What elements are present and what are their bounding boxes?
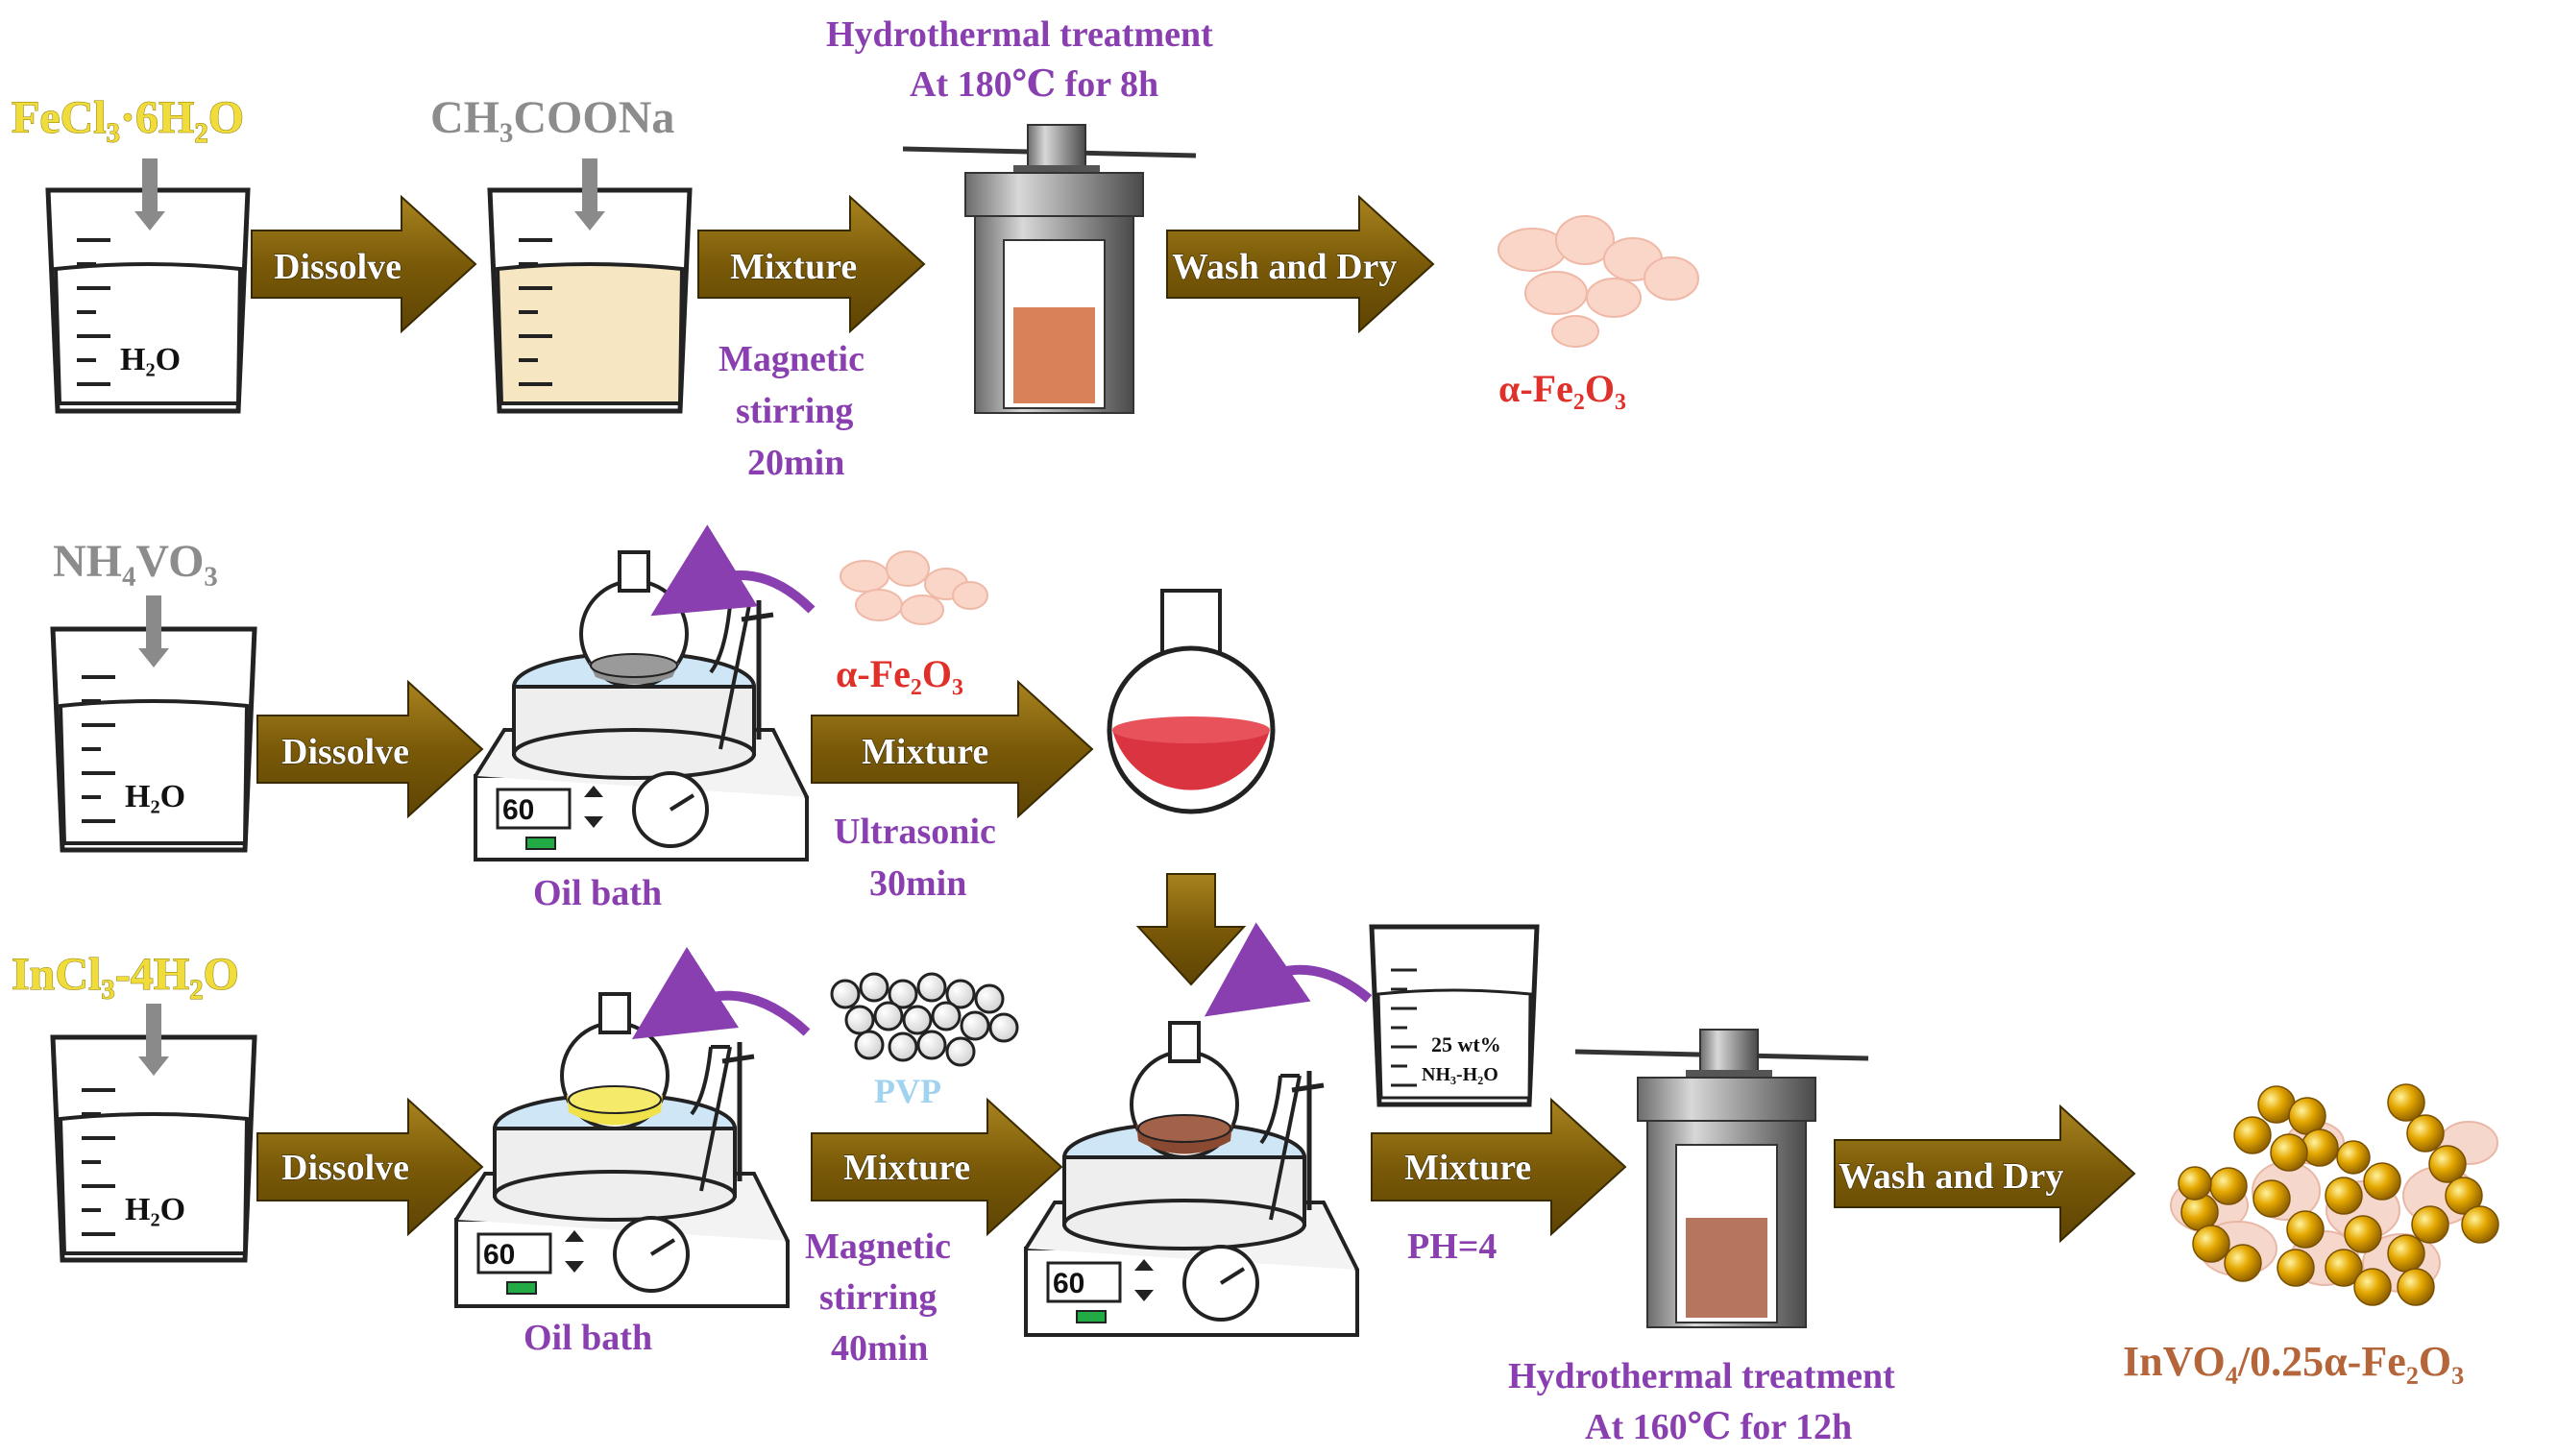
- row1-reagent2: CH₃COONa: [430, 92, 674, 143]
- row2-reagent: NH₄VO₃: [53, 536, 218, 587]
- row1-arrow-dissolve-label: Dissolve: [274, 247, 402, 287]
- row3-added-label: PVP: [874, 1072, 941, 1110]
- row2-rotation-arrow: [650, 524, 816, 617]
- row1-beaker1: H₂O: [45, 158, 251, 414]
- row3-product-nanoparticles: [2170, 1083, 2499, 1306]
- row3-arrow-wash: Wash and Dry: [1834, 1104, 2136, 1244]
- row1-arrow-wash-label: Wash and Dry: [1172, 247, 1397, 287]
- row1-hydro-title1: Hydrothermal treatment: [826, 14, 1213, 55]
- row3-pvp-spheres: [830, 972, 1019, 1067]
- row3-arrow-dissolve-label: Dissolve: [281, 1148, 409, 1188]
- row2-mixture-note1: Ultrasonic: [834, 812, 996, 852]
- row1-hydro-title2: At 180℃ for 8h: [910, 64, 1158, 105]
- row2-mixture-note2: 30min: [869, 863, 966, 904]
- row3-arrow-mixture: Mixture: [811, 1097, 1063, 1237]
- row3-product-label: InVO₄/0.25α-Fe₂O₃: [2123, 1338, 2464, 1385]
- row3-arrow-mixture2: Mixture: [1371, 1097, 1627, 1237]
- row1-beaker1-label: H₂O: [120, 342, 181, 377]
- row3-bath-display: 60: [483, 1239, 515, 1271]
- row1-beaker2: [487, 158, 693, 414]
- row3-beaker: H₂O: [50, 1004, 257, 1263]
- row2-added-powder: [840, 550, 988, 625]
- row1-product-powder: [1498, 215, 1699, 348]
- row3-autoclave: [1574, 1029, 1869, 1328]
- row1-mixture-note2: stirring: [736, 391, 853, 431]
- row2-bath-label: Oil bath: [533, 873, 662, 913]
- row1-arrow-mixture-label: Mixture: [730, 247, 857, 287]
- row2-beaker-label: H₂O: [125, 779, 185, 814]
- down-arrow: [1135, 873, 1247, 986]
- row3-bath-label: Oil bath: [524, 1318, 652, 1358]
- row3-ammonia-line1: 25 wt%: [1431, 1032, 1501, 1056]
- row3-rotation-arrow2: [1204, 922, 1373, 1017]
- row3-hydro-title1: Hydrothermal treatment: [1508, 1356, 1895, 1396]
- row3-mixture-note3: 40min: [831, 1328, 928, 1369]
- row3-mixture-note1: Magnetic: [805, 1226, 951, 1267]
- row3-hydro-title2: At 160℃ for 12h: [1585, 1407, 1852, 1447]
- row2-added-label: α-Fe₂O₃: [836, 652, 963, 695]
- row3-beaker-label: H₂O: [125, 1192, 185, 1227]
- row2-arrow-mixture: Mixture: [811, 679, 1094, 819]
- row2-flask-red: [1107, 589, 1276, 814]
- row3-arrow-mixture-label: Mixture: [843, 1148, 970, 1188]
- row3-reagent: InCl₃-4H₂O: [12, 949, 239, 1000]
- row1-reagent1: FeCl₃·6H₂O: [12, 92, 244, 143]
- row3-bath2-display: 60: [1053, 1268, 1084, 1299]
- row1-arrow-mixture: Mixture: [697, 194, 926, 334]
- row3-arrow-dissolve: Dissolve: [256, 1097, 484, 1237]
- row3-arrow-mixture2-label: Mixture: [1404, 1148, 1531, 1188]
- row3-ammonia-line2: NH₃-H₂O: [1422, 1064, 1498, 1085]
- row2-arrow-mixture-label: Mixture: [862, 732, 988, 772]
- row1-mixture-note1: Magnetic: [718, 339, 865, 379]
- row3-ph-note: PH=4: [1407, 1226, 1497, 1267]
- row2-arrow-dissolve: Dissolve: [256, 679, 484, 819]
- row3-mixture-note2: stirring: [819, 1277, 937, 1318]
- row2-arrow-dissolve-label: Dissolve: [281, 732, 409, 772]
- row1-mixture-note3: 20min: [747, 443, 844, 483]
- row2-bath-display: 60: [502, 794, 534, 826]
- row3-oil-bath2: 60: [1024, 1021, 1359, 1337]
- row2-beaker: H₂O: [50, 595, 257, 853]
- row3-oil-bath: 60: [454, 992, 790, 1308]
- row1-autoclave: [902, 124, 1197, 414]
- row2-oil-bath: 60: [474, 550, 809, 861]
- row1-arrow-dissolve: Dissolve: [251, 194, 477, 334]
- row1-product-label: α-Fe₂O₃: [1498, 367, 1626, 410]
- row1-arrow-wash: Wash and Dry: [1166, 194, 1435, 334]
- row3-ammonia-beaker: 25 wt% NH₃-H₂O: [1369, 924, 1540, 1107]
- row3-rotation-arrow1: [631, 946, 811, 1040]
- row3-arrow-wash-label: Wash and Dry: [1839, 1156, 2063, 1197]
